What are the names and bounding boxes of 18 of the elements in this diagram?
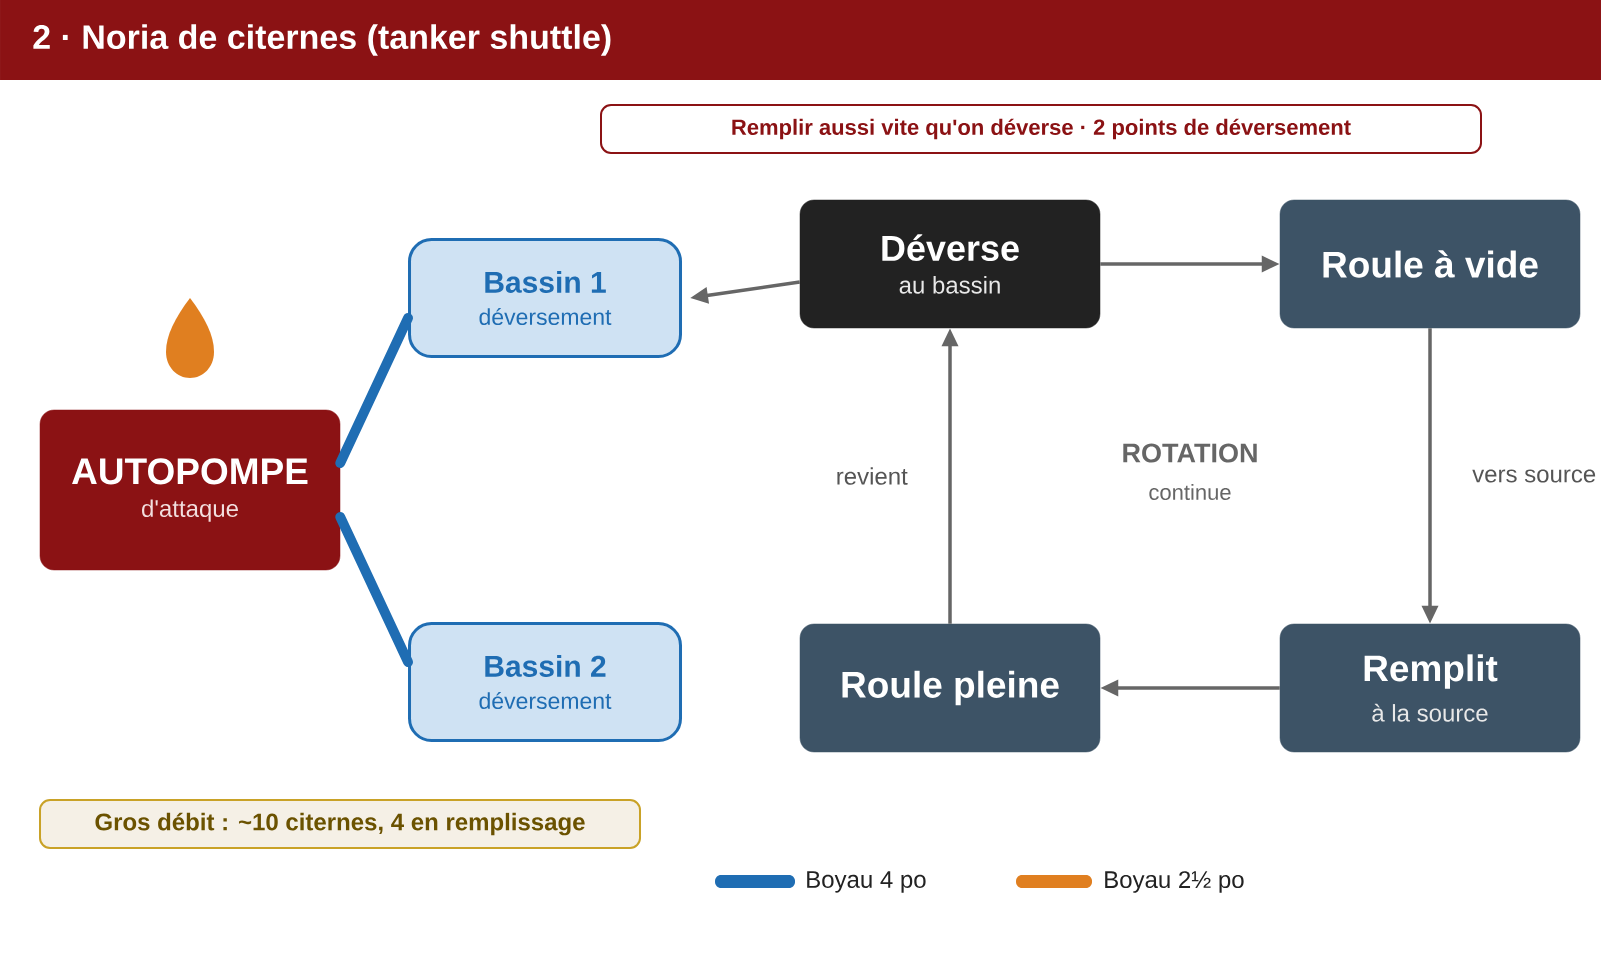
note-box: Gros débit : ~10 citernes, 4 en remplissage bbox=[39, 799, 641, 849]
edge-label: revient bbox=[833, 465, 910, 487]
basin-box: Bassin 2 déversement bbox=[408, 622, 682, 742]
banner-box: Remplir aussi vite qu'on déverse · 2 points de déversement bbox=[600, 104, 1482, 154]
title-bar: 2 · Noria de citernes (tanker shuttle) bbox=[0, 0, 1601, 80]
step-box: Déverse au bassin bbox=[799, 199, 1101, 329]
pump-box: AUTOPOMPE d'attaque bbox=[39, 409, 341, 571]
rotation-label: continue bbox=[1149, 483, 1231, 501]
legend-label: Boyau 2½ po bbox=[1105, 871, 1244, 893]
legend-label: Boyau 4 po bbox=[807, 871, 926, 893]
rotation-label: ROTATION bbox=[1123, 443, 1257, 463]
edge-label: vers source bbox=[1470, 467, 1599, 485]
hose-line bbox=[335, 512, 413, 667]
step-box: Remplit à la source bbox=[1279, 623, 1581, 753]
step-box: Roule à vide bbox=[1279, 199, 1581, 329]
hose-line bbox=[335, 313, 413, 468]
basin-box: Bassin 1 déversement bbox=[408, 238, 682, 358]
step-box: Roule pleine bbox=[799, 623, 1101, 753]
